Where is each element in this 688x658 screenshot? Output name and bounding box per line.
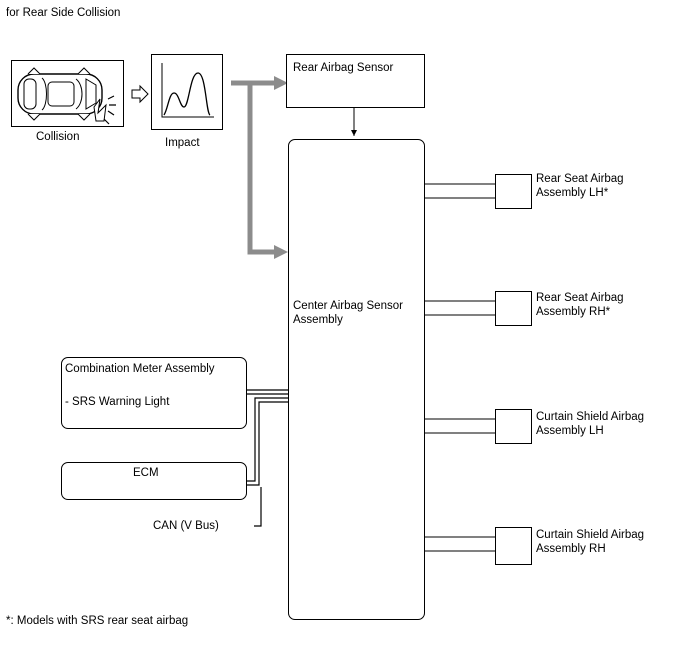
- output-connectors: [425, 181, 519, 554]
- rear-airbag-sensor-box: Rear Airbag Sensor: [286, 54, 425, 108]
- center-airbag-sensor-label-2: Assembly: [293, 314, 343, 326]
- center-airbag-sensor-label-1: Center Airbag Sensor: [293, 300, 403, 312]
- impact-waveform-icon: [161, 63, 214, 118]
- collision-illustration: [11, 60, 124, 127]
- arrow-head-rear-sensor: [274, 76, 288, 90]
- output-label-rear-seat-lh-2: Assembly LH*: [536, 187, 609, 199]
- srs-warning-light-label: - SRS Warning Light: [65, 396, 170, 408]
- output-label-curtain-lh-2: Assembly LH: [536, 425, 604, 437]
- arrow-head-center-sensor: [274, 245, 288, 259]
- center-airbag-sensor-box: Center Airbag Sensor Assembly: [288, 139, 425, 620]
- ecm-box: ECM: [61, 462, 247, 500]
- impact-label: Impact: [165, 137, 200, 149]
- combination-meter-label: Combination Meter Assembly: [65, 363, 215, 375]
- combination-meter-box: Combination Meter Assembly - SRS Warning…: [61, 357, 247, 429]
- output-label-rear-seat-lh-1: Rear Seat Airbag: [536, 173, 624, 185]
- output-box-rear-seat-rh: [495, 291, 532, 326]
- car-collision-icon: [17, 67, 116, 125]
- output-label-curtain-rh-1: Curtain Shield Airbag: [536, 529, 645, 541]
- impact-signal-arrows: [231, 80, 277, 255]
- collision-to-impact-arrow: [131, 84, 149, 104]
- page-title: for Rear Side Collision: [6, 7, 121, 19]
- output-label-curtain-rh-2: Assembly RH: [536, 543, 606, 555]
- output-box-rear-seat-lh: [495, 174, 532, 209]
- can-bus-lines: [246, 389, 289, 527]
- rear-airbag-sensor-label: Rear Airbag Sensor: [293, 62, 394, 74]
- output-box-curtain-rh: [495, 527, 532, 565]
- output-label-rear-seat-rh-2: Assembly RH*: [536, 306, 611, 318]
- impact-graph: [151, 54, 223, 130]
- can-bus-label: CAN (V Bus): [153, 520, 219, 532]
- output-box-curtain-lh: [495, 409, 532, 444]
- output-label-curtain-lh-1: Curtain Shield Airbag: [536, 411, 645, 423]
- ecm-label: ECM: [133, 467, 159, 479]
- footnote: *: Models with SRS rear seat airbag: [6, 615, 189, 627]
- output-label-rear-seat-rh-1: Rear Seat Airbag: [536, 292, 624, 304]
- collision-label: Collision: [36, 131, 80, 143]
